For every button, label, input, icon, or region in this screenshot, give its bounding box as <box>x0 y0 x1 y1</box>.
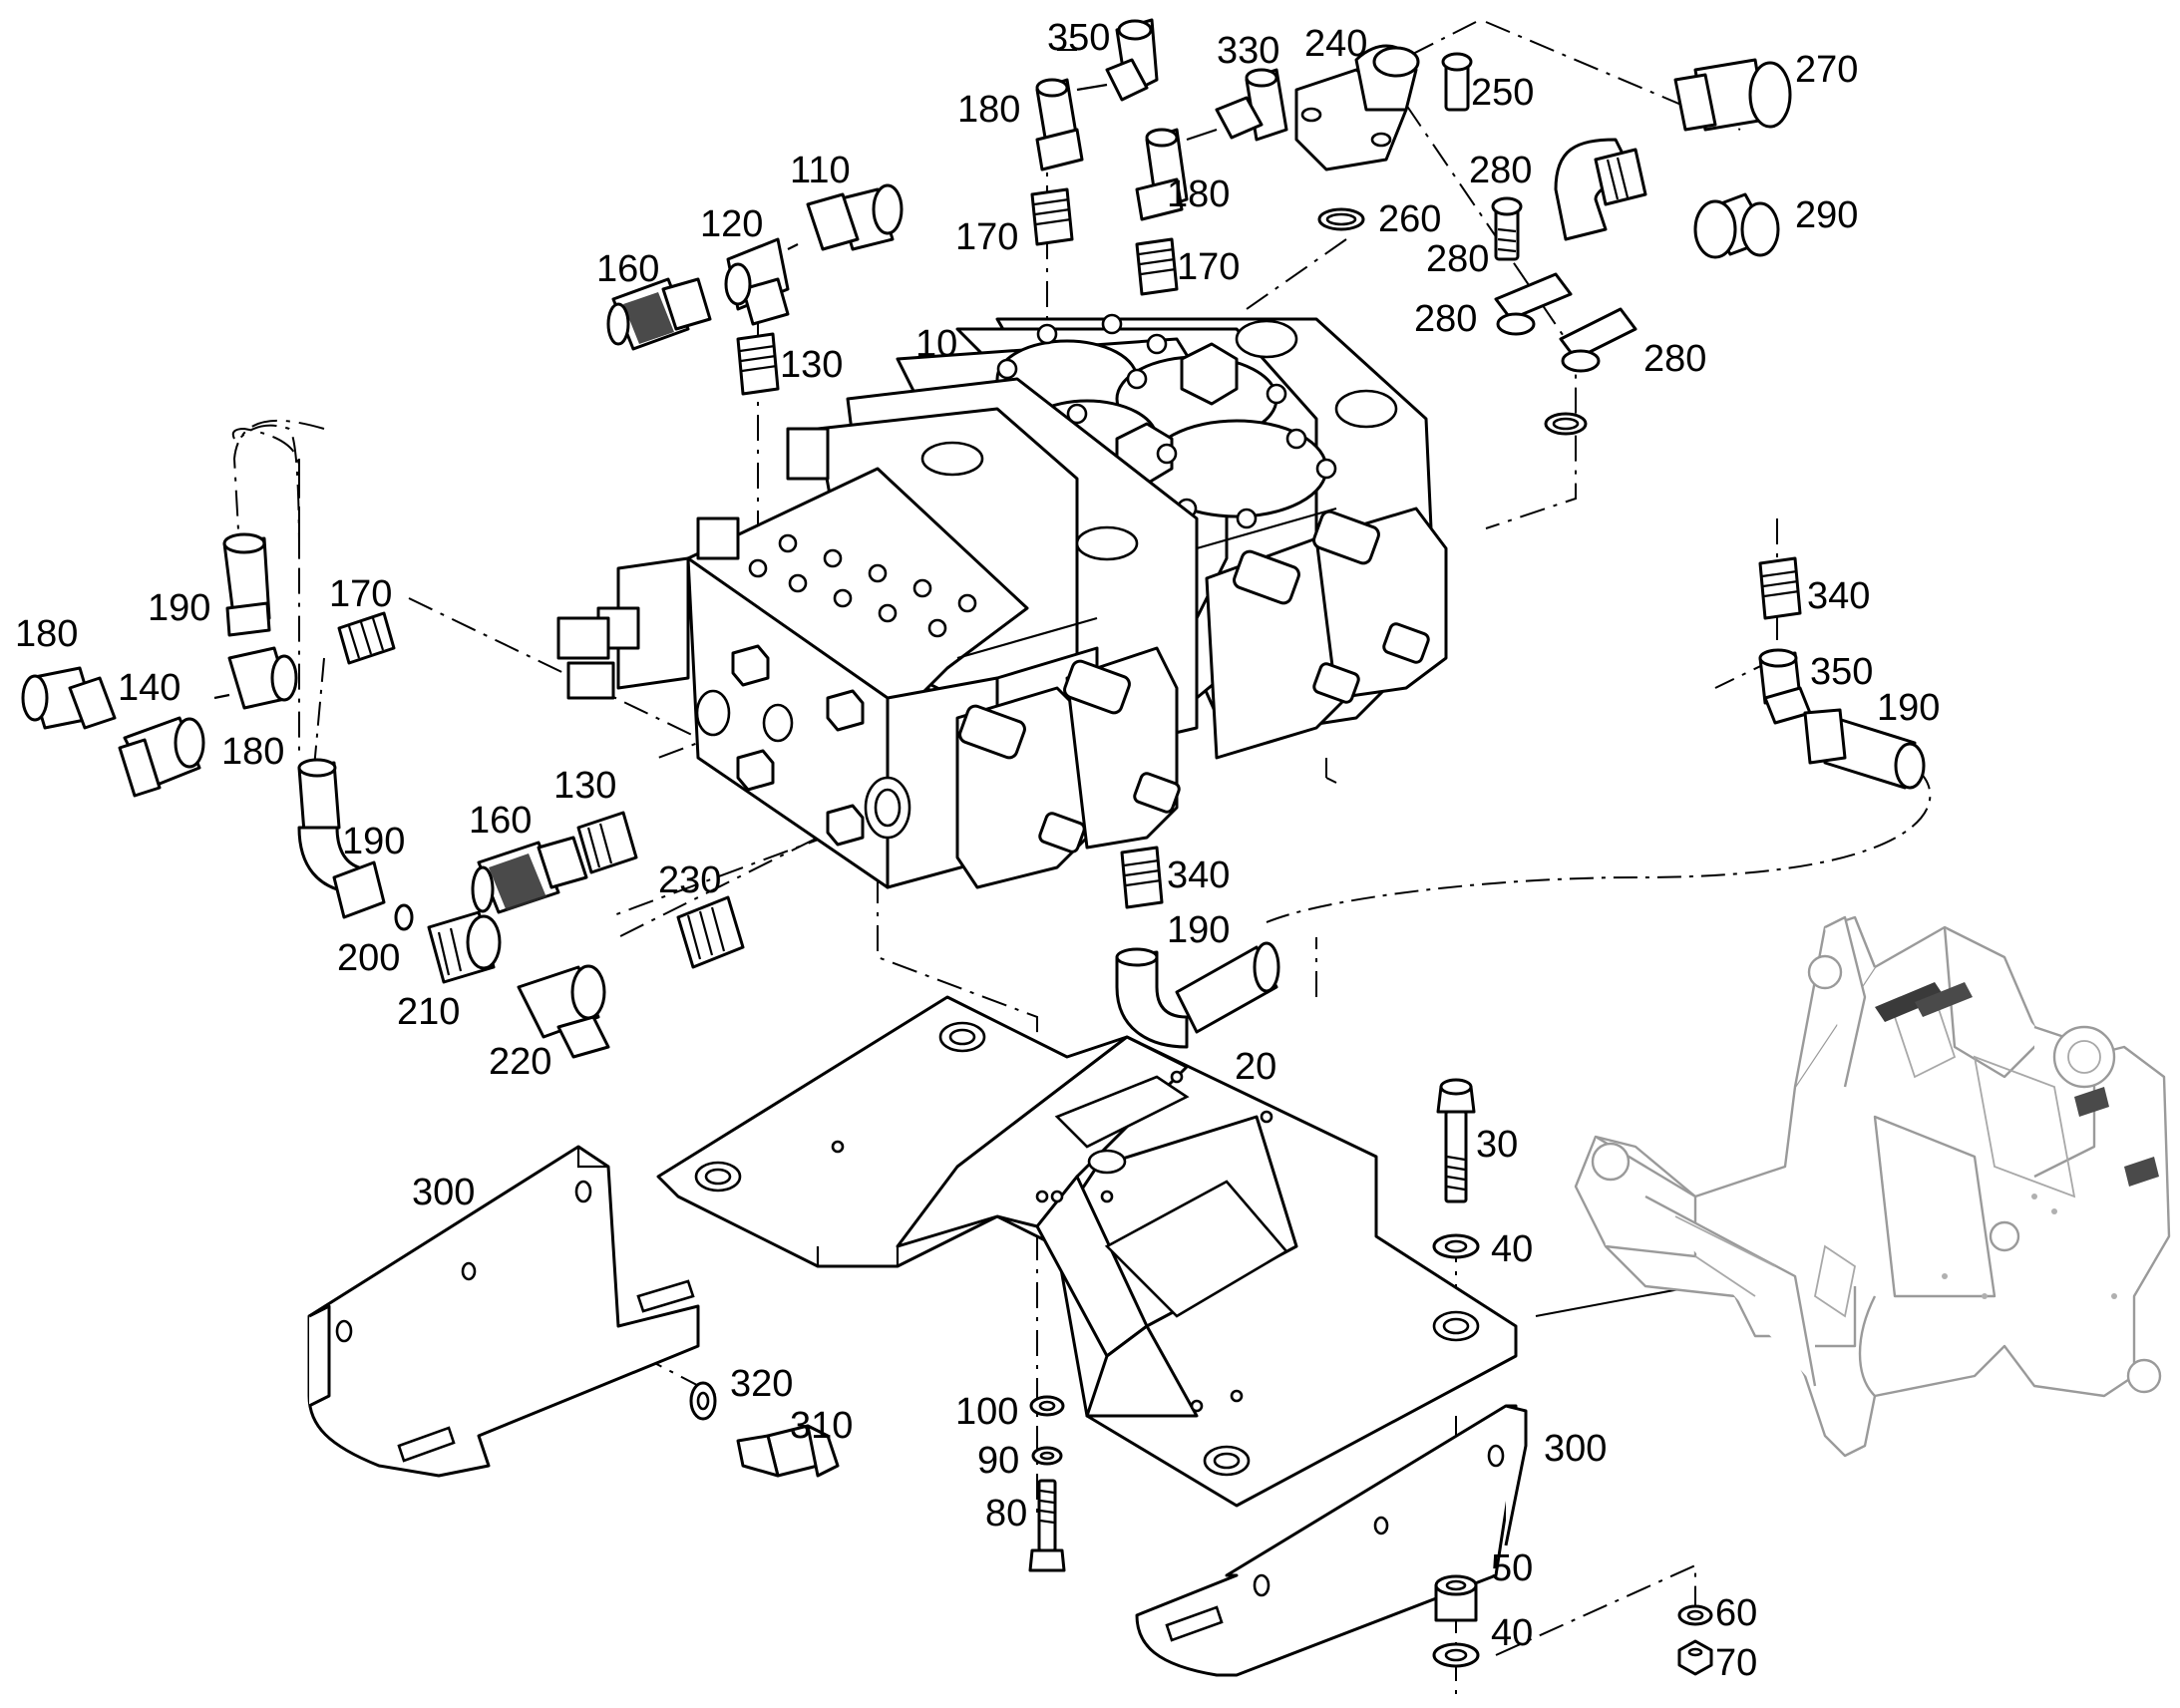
callout-180-left-tee: 180 <box>221 731 284 773</box>
callout-160-lower: 160 <box>469 800 532 842</box>
callout-340-right: 340 <box>1807 575 1870 617</box>
callout-130-lower: 130 <box>553 765 616 807</box>
top-fittings <box>1030 18 1792 436</box>
callout-labels: 350 330 240 250 270 180 180 280 110 290 … <box>15 17 1940 1684</box>
callout-340-lower: 340 <box>1167 854 1230 896</box>
callout-190-right: 190 <box>1877 687 1940 729</box>
callout-310: 310 <box>790 1405 853 1447</box>
machine-frame-illustration <box>1574 915 2171 1458</box>
bracket-left <box>307 1145 700 1478</box>
fasteners <box>689 1078 1713 1676</box>
control-valve-block <box>556 313 1448 889</box>
callout-180-top-right: 180 <box>1167 173 1230 215</box>
callout-120: 120 <box>700 203 763 245</box>
bracket-right <box>1135 1404 1528 1677</box>
right-side-fittings <box>1115 556 1926 1049</box>
callout-330: 330 <box>1217 30 1279 72</box>
callout-300-right: 300 <box>1544 1428 1607 1470</box>
callout-30: 30 <box>1476 1124 1518 1166</box>
left-side-fittings <box>21 532 745 1059</box>
callout-10: 10 <box>915 323 957 365</box>
callout-230: 230 <box>658 859 721 901</box>
callout-170-top-right: 170 <box>1177 246 1240 288</box>
callout-170-left: 170 <box>329 573 392 615</box>
callout-190-left-vertical: 190 <box>148 587 210 629</box>
callout-280-elbow: 280 <box>1469 150 1532 191</box>
callout-110: 110 <box>790 150 851 191</box>
left-upper-fittings <box>606 183 904 396</box>
callout-80: 80 <box>985 1493 1027 1535</box>
callout-250: 250 <box>1471 72 1534 114</box>
callout-320: 320 <box>730 1363 793 1405</box>
callout-140: 140 <box>118 667 181 709</box>
callout-190-left-lower: 190 <box>342 821 405 862</box>
callout-350-right: 350 <box>1810 651 1873 693</box>
callout-280-clamp-b: 280 <box>1643 338 1706 380</box>
callout-50: 50 <box>1491 1547 1533 1589</box>
callout-40-upper: 40 <box>1491 1228 1533 1270</box>
callout-100: 100 <box>955 1391 1018 1433</box>
callout-20: 20 <box>1235 1046 1276 1088</box>
callout-170-top-left: 170 <box>955 216 1018 258</box>
mounting-plate <box>656 995 1518 1508</box>
callout-270: 270 <box>1795 49 1858 91</box>
callout-180-top-left: 180 <box>957 89 1020 131</box>
callout-40-lower: 40 <box>1491 1612 1533 1654</box>
callout-70: 70 <box>1715 1642 1757 1684</box>
callout-160-top: 160 <box>596 248 659 290</box>
callout-280-screw: 280 <box>1426 238 1489 280</box>
callout-190-lower-right: 190 <box>1167 909 1230 951</box>
callout-220: 220 <box>489 1041 551 1083</box>
callout-290: 290 <box>1795 194 1858 236</box>
callout-260: 260 <box>1378 198 1441 240</box>
callout-240: 240 <box>1304 23 1367 65</box>
callout-130-top: 130 <box>780 344 843 386</box>
callout-210: 210 <box>397 991 460 1033</box>
callout-200: 200 <box>337 937 400 979</box>
callout-60: 60 <box>1715 1592 1757 1634</box>
callout-300-left: 300 <box>412 1172 475 1213</box>
callout-350-top: 350 <box>1047 17 1110 59</box>
callout-90: 90 <box>977 1440 1019 1482</box>
callout-280-clamp-a: 280 <box>1414 298 1477 340</box>
callout-180-far-left: 180 <box>15 613 78 655</box>
